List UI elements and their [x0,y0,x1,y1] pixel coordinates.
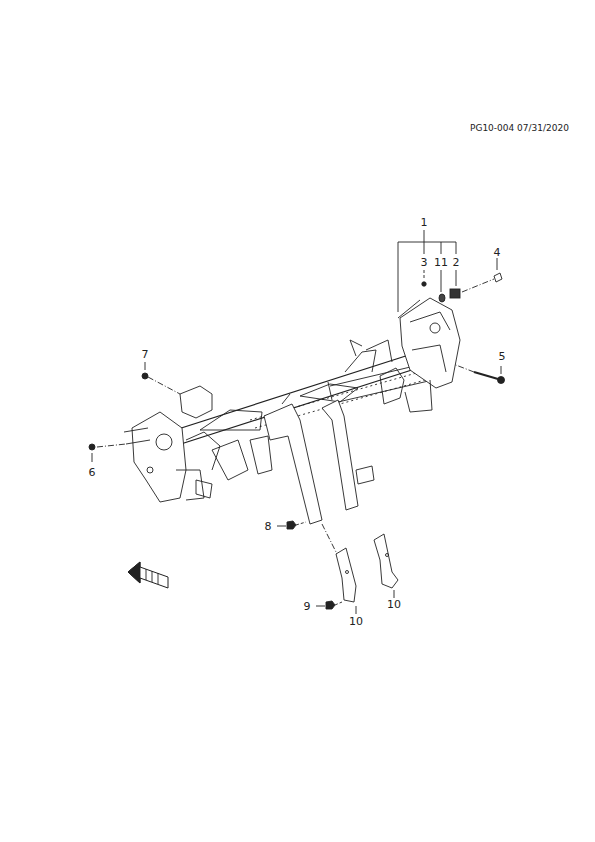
drawing-reference: PG10-004 07/31/2020 [469,124,570,133]
callout-number: 7 [141,349,150,360]
callout-number: 1 [420,217,429,228]
callout-number: 8 [264,521,273,532]
callout-number: 3 [420,257,429,268]
callout-number: 6 [88,467,97,478]
callout-number: 11 [433,257,449,268]
callout-number: 10 [348,616,364,627]
callout-number: 4 [493,247,502,258]
callout-number: 2 [452,257,461,268]
callout-number: 5 [498,351,507,362]
callout-number: 10 [386,599,402,610]
callout-number: 9 [303,601,312,612]
